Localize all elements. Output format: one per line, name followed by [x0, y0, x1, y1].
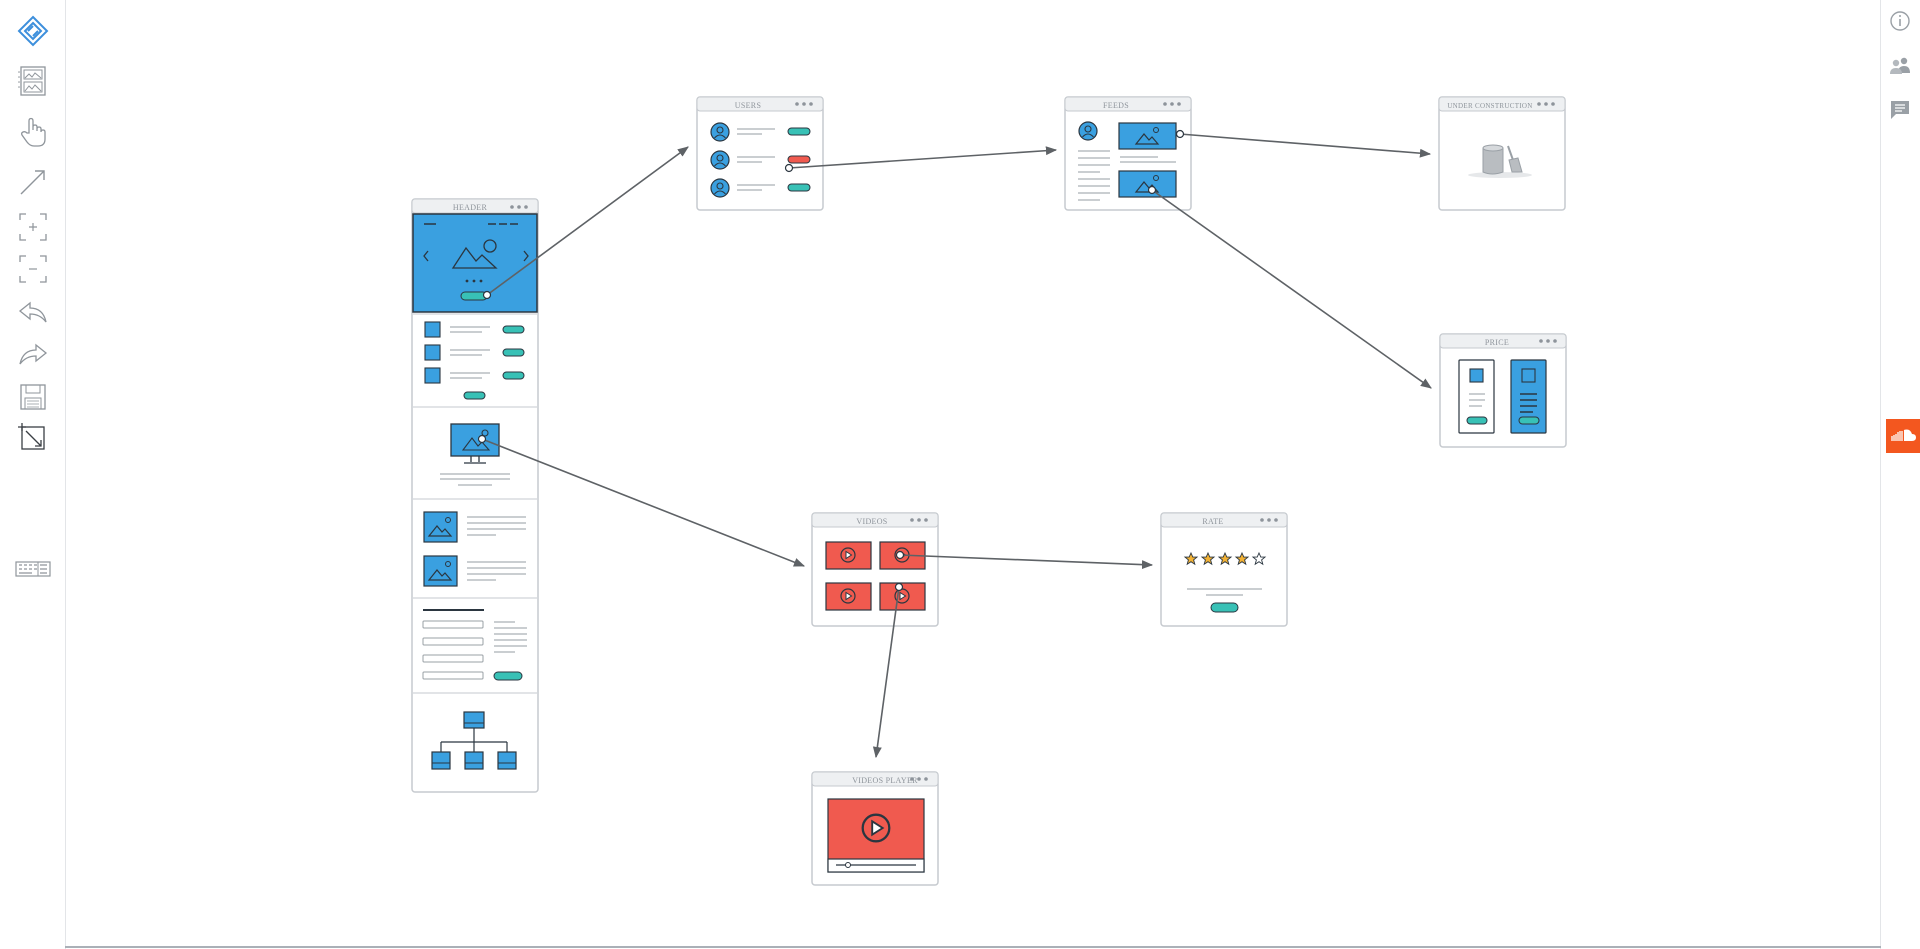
screen-title: RATE	[1202, 517, 1223, 526]
right-toolbar	[1880, 0, 1920, 949]
link-users-to-feeds	[788, 146, 1058, 169]
hand-pointer-icon[interactable]	[16, 115, 50, 149]
screen-title: USERS	[735, 101, 761, 110]
connectors	[481, 133, 1432, 759]
connector-handles[interactable]	[477, 129, 1185, 592]
screen-price[interactable]: PRICE	[1439, 333, 1567, 448]
connector-handle	[784, 163, 794, 173]
connector-handle	[1147, 185, 1157, 195]
link-header-to-users	[486, 146, 689, 296]
screen-feeds[interactable]: FEEDS	[1064, 96, 1192, 211]
connector-handle	[895, 550, 905, 560]
screen-header[interactable]: HEADER	[411, 198, 539, 793]
soundcloud-tab[interactable]	[1886, 419, 1920, 453]
logo-icon[interactable]	[16, 14, 50, 48]
keyboard-icon[interactable]	[14, 552, 52, 586]
screen-title: FEEDS	[1103, 101, 1129, 110]
screen-title: HEADER	[453, 203, 488, 212]
zoom-in-icon[interactable]	[16, 210, 50, 244]
screen-under-construction[interactable]: UNDER CONSTRUCTION	[1438, 96, 1566, 211]
link-header-to-videos	[481, 438, 806, 567]
zoom-out-icon[interactable]	[16, 252, 50, 286]
arrow-icon[interactable]	[16, 165, 50, 199]
screen-title: UNDER CONSTRUCTION	[1447, 102, 1532, 110]
info-icon[interactable]	[1887, 8, 1913, 34]
connector-handle	[1175, 129, 1185, 139]
canvas-bottom-border	[65, 946, 1881, 948]
redo-icon[interactable]	[16, 337, 50, 371]
screen-title: PRICE	[1485, 338, 1509, 347]
screen-videos-player[interactable]: VIDEOS PLAYER	[811, 771, 939, 886]
link-feeds-to-price	[1151, 189, 1432, 389]
left-toolbar	[0, 0, 66, 949]
users-icon[interactable]	[1887, 53, 1913, 79]
soundcloud-icon	[1891, 429, 1916, 441]
undo-icon[interactable]	[16, 295, 50, 329]
image-gallery-icon[interactable]	[16, 64, 50, 98]
connector-handle	[477, 434, 487, 444]
save-icon[interactable]	[16, 380, 50, 414]
connector-handle	[482, 290, 492, 300]
screen-rate[interactable]: RATE	[1160, 512, 1288, 627]
link-videos-to-rate	[899, 554, 1154, 570]
link-videos-to-player	[872, 586, 900, 759]
resize-icon[interactable]	[16, 421, 50, 455]
screen-videos[interactable]: VIDEOS	[811, 512, 939, 627]
screen-users[interactable]: USERS	[696, 96, 824, 211]
comment-icon[interactable]	[1887, 97, 1913, 123]
screen-title: VIDEOS PLAYER	[852, 776, 918, 785]
paint-bucket-icon	[1468, 144, 1532, 178]
connector-handle	[894, 582, 904, 592]
screen-title: VIDEOS	[856, 517, 887, 526]
link-feeds-to-under-construction	[1179, 133, 1432, 158]
